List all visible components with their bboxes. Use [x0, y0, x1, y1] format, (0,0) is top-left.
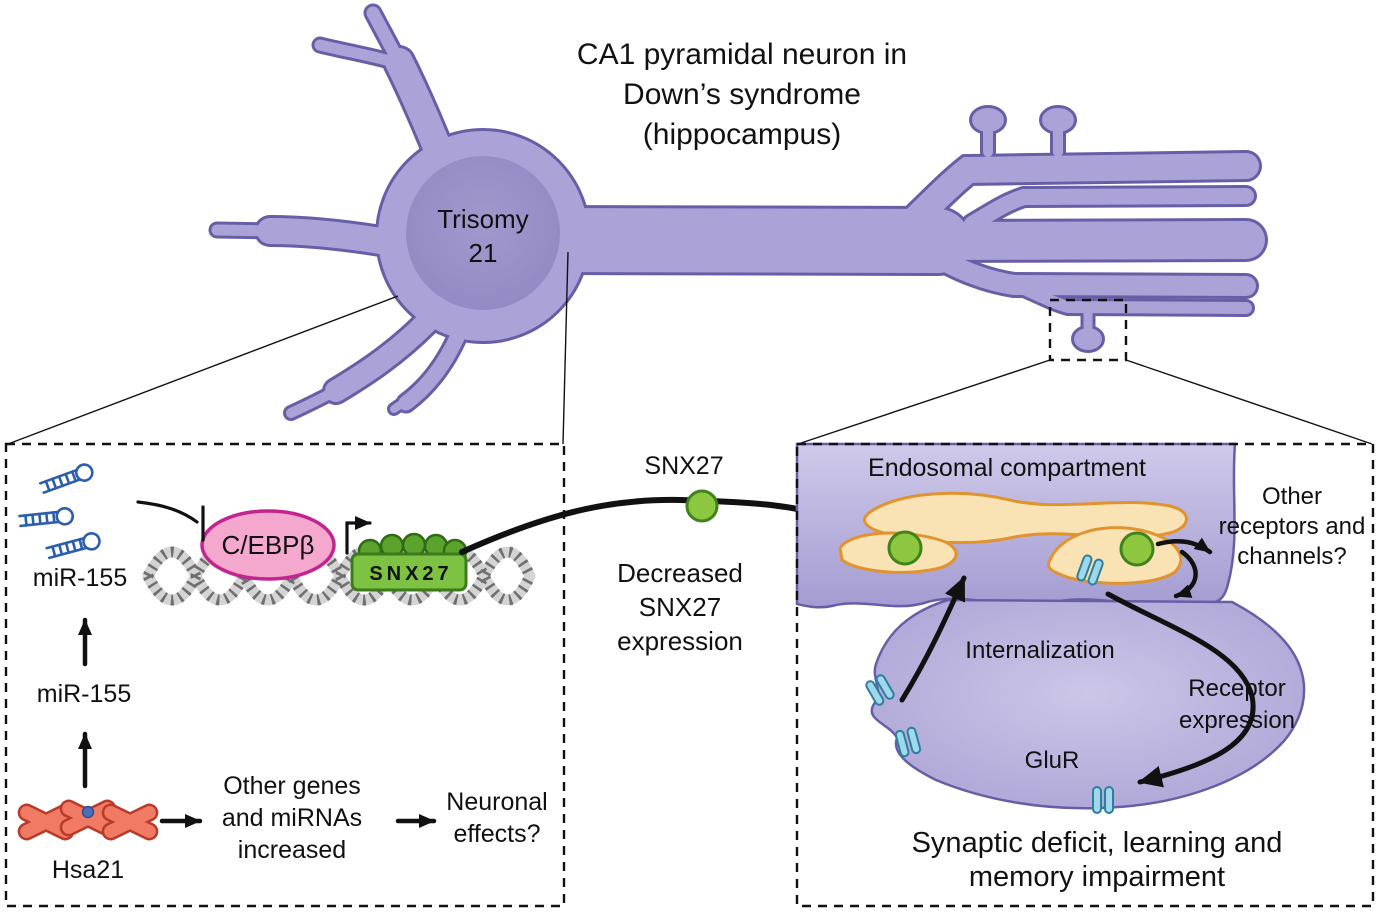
cebpb-label: C/EBPβ [222, 530, 315, 560]
mir155-hairpin-label: miR-155 [33, 564, 127, 592]
gene-box [350, 552, 468, 592]
caption-line1: Synaptic deficit, learning and [912, 827, 1283, 859]
cebpb-ellipse [200, 509, 336, 581]
basal-dendrite [286, 384, 344, 418]
neuron-illustration: Trisomy 21 [208, 3, 1268, 421]
snx27-vesicle-icon [685, 489, 719, 523]
dendritic-spine [972, 108, 1004, 132]
glur-label: GluR [1025, 747, 1080, 774]
neuronal-effects-line2: effects? [453, 820, 540, 848]
snx27-protein-label: SNX27 [644, 452, 723, 480]
dendrite-branch [918, 242, 1256, 296]
receptor-expression-arrow [1105, 591, 1256, 788]
basal-dendrite [257, 218, 406, 256]
dendrite-branch [889, 153, 1259, 245]
dendritic-spine [1042, 108, 1074, 132]
axon-trunk [524, 208, 970, 273]
other-genes-line1: Other genes [223, 772, 361, 800]
basal-dendrite [211, 224, 280, 237]
apical-dendrite [314, 39, 406, 70]
internalization-label: Internalization [965, 637, 1114, 664]
hsa21-label: Hsa21 [52, 856, 124, 884]
dna-helix [142, 546, 536, 606]
centromere-dot [81, 805, 95, 819]
endosomal-compartment-label: Endosomal compartment [868, 454, 1146, 482]
snx27-gene: SNX27 [350, 532, 468, 592]
snx27-transport: SNX27 Decreased SNX27 expression [459, 452, 837, 656]
decreased-line2: SNX27 [639, 592, 721, 622]
decreased-line3: expression [617, 626, 743, 656]
figure-title: CA1 pyramidal neuron in Down’s syndrome … [577, 38, 907, 151]
neuronal-effects-line1: Neuronal [446, 788, 547, 816]
internalization-arrow [899, 575, 967, 703]
dendritic-spine-boxed [1074, 328, 1102, 350]
other-receptors-line2: receptors and [1219, 513, 1366, 540]
synapse-panel: Endosomal compartment Other receptors an… [795, 442, 1375, 908]
snx27-vesicle-icon [1119, 531, 1155, 567]
spine-head [870, 598, 1306, 810]
other-genes-line2: and miRNAs [222, 804, 362, 832]
other-receptors-line3: channels? [1237, 543, 1346, 570]
nucleus [406, 156, 560, 310]
spine-zoom-box [1048, 298, 1128, 362]
other-receptors-line1: Other [1262, 483, 1322, 510]
magnification-line [797, 359, 1051, 445]
snx27-vesicle-icon [887, 530, 923, 566]
magnification-line [562, 251, 569, 445]
dendrite-branch [911, 221, 1265, 260]
title-line2: Down’s syndrome [623, 78, 861, 111]
basal-dendrite [390, 392, 417, 413]
recycling-arrow [1173, 549, 1198, 599]
dendrite-branch [1016, 282, 1252, 314]
receptor-expression-line1: Receptor [1188, 675, 1285, 702]
caption-line2: memory impairment [969, 861, 1225, 893]
chromosome-icon [101, 803, 159, 841]
title-line3: (hippocampus) [643, 118, 841, 151]
mirna-hairpin-icon [17, 461, 103, 563]
receptor-expression-line2: expression [1179, 707, 1295, 734]
inhibition-tbar [136, 500, 205, 542]
nucleus-label-line2: 21 [469, 238, 498, 268]
title-line1: CA1 pyramidal neuron in [577, 38, 907, 71]
magnification-line [1125, 359, 1373, 445]
hsa21-chromosomes [17, 799, 159, 841]
nucleus-mechanism-panel: SNX27 C/EBPβ miR-155 miR-155 [4, 442, 566, 908]
right-panel-border [795, 442, 1375, 908]
to-other-receptors-arrow [1155, 537, 1213, 555]
basal-dendrite [325, 312, 437, 402]
transcription-start-arrow [345, 516, 372, 555]
decreased-line1: Decreased [617, 558, 743, 588]
snx27-transport-arrow [459, 496, 837, 555]
left-panel-border [4, 442, 566, 908]
mir155-gene-label: miR-155 [37, 680, 131, 708]
dendrite-branch [964, 188, 1254, 232]
nucleus-label-line1: Trisomy [437, 204, 528, 234]
magnification-line [7, 295, 399, 445]
other-genes-line3: increased [238, 836, 346, 864]
gene-label: SNX27 [369, 563, 452, 585]
